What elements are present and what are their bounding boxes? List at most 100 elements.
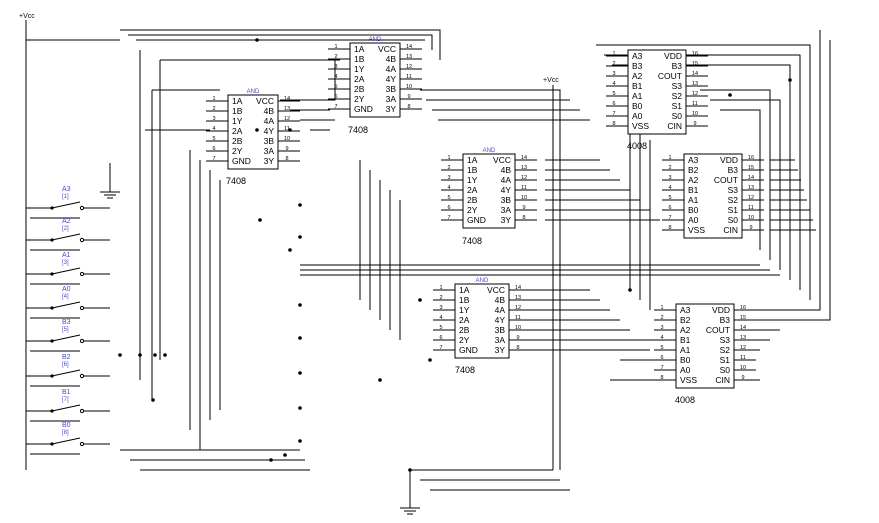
pin-number: 4	[212, 126, 215, 132]
pin-number: 6	[612, 101, 615, 107]
pin-number: 5	[334, 84, 337, 90]
pin-label: 2A	[459, 315, 470, 325]
pin-number: 15	[692, 61, 698, 67]
pin-label: 1B	[467, 165, 478, 175]
switch-a3[interactable]: A3[1]	[26, 186, 110, 219]
pin-label: 2Y	[459, 335, 470, 345]
pin-number: 13	[521, 165, 527, 171]
pin-label: S2	[728, 195, 739, 205]
chip-title-label: AND	[476, 278, 489, 284]
switch-a1[interactable]: A1[3]	[26, 252, 110, 285]
pin-label: 3Y	[386, 104, 397, 114]
pin-number: 10	[748, 215, 754, 221]
chip-part-label: 7408	[226, 176, 246, 186]
pin-number: 11	[406, 74, 412, 80]
pin-label: A2	[688, 175, 699, 185]
pin-number: 3	[668, 175, 671, 181]
switch-a0[interactable]: A0[4]	[26, 286, 110, 319]
pin-label: A0	[680, 365, 691, 375]
switch-b0[interactable]: B0[8]	[26, 422, 110, 455]
pin-label: 4B	[495, 295, 506, 305]
pin-number: 12	[740, 345, 746, 351]
pin-number: 7	[447, 215, 450, 221]
pin-label: 1A	[467, 155, 478, 165]
pin-number: 8	[612, 121, 615, 127]
pin-label: 1A	[459, 285, 470, 295]
pin-number: 4	[612, 81, 615, 87]
pin-label: GND	[232, 156, 251, 166]
pin-number: 12	[748, 195, 754, 201]
pin-label: VCC	[378, 44, 396, 54]
pin-label: 3B	[495, 325, 506, 335]
pin-number: 13	[406, 54, 412, 60]
pin-number: 2	[668, 165, 671, 171]
pin-number: 7	[668, 215, 671, 221]
pin-label: 4Y	[501, 185, 512, 195]
pin-number: 8	[285, 156, 288, 162]
pin-number: 13	[740, 335, 746, 341]
pin-label: 3A	[264, 146, 275, 156]
pin-label: 2Y	[467, 205, 478, 215]
pin-number: 3	[612, 71, 615, 77]
pin-label: B0	[680, 355, 691, 365]
pin-label: B0	[688, 205, 699, 215]
vcc-mid-supply: +Vcc	[543, 77, 559, 470]
pin-label: A2	[632, 71, 643, 81]
switch-b1[interactable]: B1[7]	[26, 389, 110, 422]
pin-number: 5	[212, 136, 215, 142]
switch-b3[interactable]: B3[5]	[26, 319, 110, 352]
pin-number: 10	[521, 195, 527, 201]
pin-label: GND	[459, 345, 478, 355]
pin-label: B3	[720, 315, 731, 325]
pin-label: 1Y	[232, 116, 243, 126]
pin-number: 9	[522, 205, 525, 211]
switch-a2[interactable]: A2[2]	[26, 218, 110, 251]
pin-label: S1	[728, 205, 739, 215]
pin-label: B3	[672, 61, 683, 71]
pin-number: 7	[660, 365, 663, 371]
pin-label: VSS	[632, 121, 649, 131]
pin-label: 2Y	[354, 94, 365, 104]
switch-b2[interactable]: B2[6]	[26, 354, 110, 387]
pin-number: 8	[516, 345, 519, 351]
switch-key-label: [3]	[62, 260, 69, 266]
pin-number: 2	[612, 61, 615, 67]
pin-label: 4B	[386, 54, 397, 64]
pin-number: 9	[741, 375, 744, 381]
switch-key-label: [6]	[62, 362, 69, 368]
pin-label: A2	[680, 325, 691, 335]
pin-label: 1Y	[459, 305, 470, 315]
pin-label: S0	[728, 215, 739, 225]
pin-number: 11	[521, 185, 527, 191]
pin-label: 2A	[232, 126, 243, 136]
pin-label: VCC	[256, 96, 274, 106]
chip-part-label: 7408	[455, 365, 475, 375]
chip-title-label: AND	[369, 37, 382, 43]
pin-label: B0	[632, 101, 643, 111]
pin-number: 6	[668, 205, 671, 211]
pin-label: A3	[688, 155, 699, 165]
pin-number: 13	[748, 185, 754, 191]
pin-number: 12	[692, 91, 698, 97]
pin-number: 1	[447, 155, 450, 161]
pin-label: B2	[688, 165, 699, 175]
pin-number: 2	[334, 54, 337, 60]
pin-number: 14	[515, 285, 521, 291]
pin-number: 11	[748, 205, 754, 211]
pin-number: 10	[406, 84, 412, 90]
switch-key-label: [1]	[62, 194, 69, 200]
pin-number: 3	[447, 175, 450, 181]
pin-label: CIN	[723, 225, 738, 235]
pin-number: 1	[334, 44, 337, 50]
pin-label: B1	[632, 81, 643, 91]
pin-number: 6	[447, 205, 450, 211]
switch-key-label: [8]	[62, 430, 69, 436]
pin-label: 4Y	[264, 126, 275, 136]
pin-number: 2	[447, 165, 450, 171]
pin-number: 1	[660, 305, 663, 311]
pin-label: 3B	[386, 84, 397, 94]
pin-label: VDD	[664, 51, 682, 61]
pin-number: 10	[692, 111, 698, 117]
